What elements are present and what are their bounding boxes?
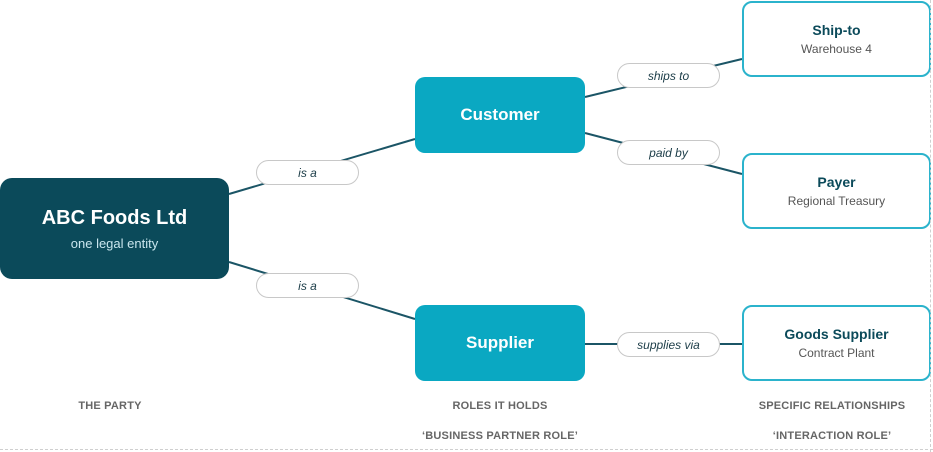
caption-interaction-role: ‘INTERACTION ROLE’ (772, 430, 892, 442)
caption-specific-relationships: SPECIFIC RELATIONSHIPS (758, 400, 906, 412)
payer-node: Payer Regional Treasury (742, 153, 931, 229)
payer-title: Payer (817, 174, 856, 190)
supplier-role-label: Supplier (465, 333, 534, 352)
ship-to-title: Ship-to (812, 22, 861, 38)
goods-supplier-subtitle: Contract Plant (798, 346, 875, 360)
caption-the-party: THE PARTY (78, 400, 142, 412)
ship-to-subtitle: Warehouse 4 (801, 42, 872, 56)
is-a-supplier-label: is a (256, 273, 359, 298)
caption-business-partner-role: ‘BUSINESS PARTNER ROLE’ (422, 430, 578, 442)
supplier-role-node: Supplier (415, 305, 585, 381)
goods-supplier-node: Goods Supplier Contract Plant (742, 305, 931, 381)
customer-role-node: Customer (415, 77, 585, 153)
bottom-divider (0, 449, 933, 450)
supplies-via-label: supplies via (617, 332, 720, 357)
party-title: ABC Foods Ltd (41, 206, 188, 229)
customer-role-label: Customer (460, 105, 540, 124)
ships-to-label: ships to (617, 63, 720, 88)
right-divider (930, 0, 931, 452)
is-a-customer-label: is a (256, 160, 359, 185)
goods-supplier-title: Goods Supplier (784, 326, 889, 342)
payer-subtitle: Regional Treasury (787, 194, 886, 208)
party-subtitle: one legal entity (70, 235, 159, 251)
party-node: ABC Foods Ltd one legal entity (0, 178, 229, 279)
ship-to-node: Ship-to Warehouse 4 (742, 1, 931, 77)
paid-by-label: paid by (617, 140, 720, 165)
caption-roles-it-holds: ROLES IT HOLDS (452, 400, 548, 412)
